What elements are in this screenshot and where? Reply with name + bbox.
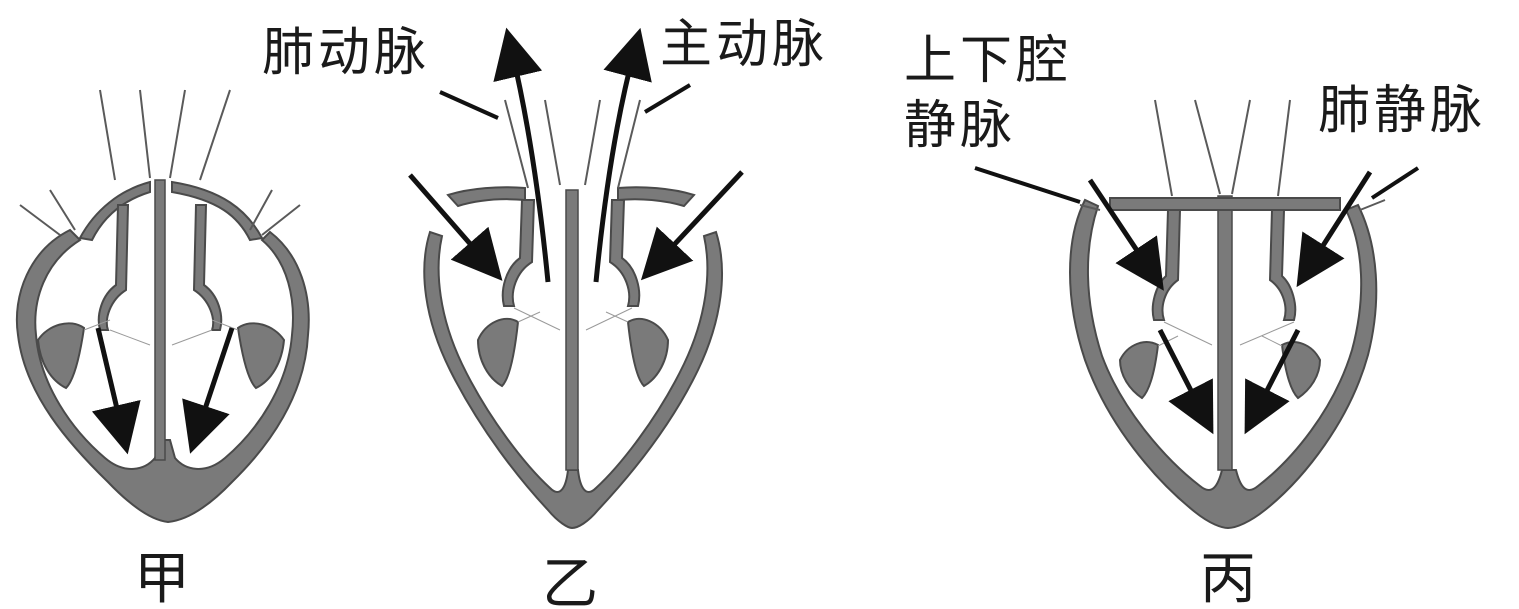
heart-bing-left-valve-flap: [1118, 341, 1160, 400]
heart-yi-leader-aorta: [643, 83, 692, 114]
caption-yi: 乙: [542, 552, 598, 609]
label-aorta: 主动脉: [660, 15, 828, 75]
heart-yi-inner-right: [608, 199, 641, 307]
caption-jia: 甲: [134, 547, 190, 609]
label-pulmonary-artery: 肺动脉: [262, 23, 430, 83]
heart-bing-inner-left: [1151, 209, 1182, 321]
heart-bing-right-valve-flap: [1280, 341, 1322, 400]
heart-yi-vessels: [504, 99, 641, 189]
heart-bing-arrow-inflow-left: [1087, 178, 1164, 291]
label-vena-cava-line1: 上下腔: [904, 31, 1072, 91]
heart-yi-septum: [565, 189, 579, 471]
heart-jia-septum: [154, 179, 166, 461]
heart-jia-vessels: [19, 89, 301, 236]
heart-bing-arrow-inflow-right: [1296, 170, 1373, 288]
heart-bing-inner-right: [1268, 209, 1297, 321]
heart-jia: [15, 89, 310, 524]
heart-bing-septum: [1217, 195, 1233, 471]
heart-jia-left-atrium-wall: [78, 180, 151, 242]
heart-jia-right-valve-flap: [236, 322, 286, 390]
heart-yi-right-atrium-wall: [617, 186, 696, 208]
heart-bing-top-wall: [1109, 197, 1341, 211]
heart-jia-arrow-right: [182, 327, 235, 454]
heart-yi-arrow-aorta: [593, 27, 652, 283]
heart-yi-chordae: [513, 307, 633, 331]
heart-jia-arrow-left: [91, 327, 141, 455]
heart-bing-arrow-ventricle-left: [1157, 328, 1214, 435]
caption-bing: 丙: [1200, 547, 1256, 609]
heart-yi-inner-left: [501, 199, 536, 307]
heart-yi-left-valve-flap: [476, 317, 520, 388]
heart-yi-arrow-pulmonary: [493, 27, 551, 283]
heart-yi-outer-wall: [423, 230, 723, 530]
label-vena-cava-line2: 静脉: [904, 96, 1016, 156]
heart-jia-right-atrium-wall: [171, 180, 264, 242]
heart-jia-inner-left: [97, 204, 130, 331]
heart-jia-chordae: [83, 319, 239, 346]
heart-yi-leader-pulmonary-artery: [439, 90, 499, 120]
heart-bing-leader-pulmonary-vein: [1370, 166, 1420, 200]
heart-yi-left-atrium-wall: [446, 186, 526, 208]
heart-bing-chordae: [1157, 321, 1295, 347]
heart-yi: [408, 27, 744, 530]
heart-bing: [974, 99, 1420, 530]
label-pulmonary-vein: 肺静脉: [1318, 81, 1486, 141]
heart-bing-vessels: [1079, 99, 1386, 211]
heart-bing-arrow-ventricle-right: [1244, 328, 1301, 435]
heart-yi-arrow-inflow-left: [408, 173, 503, 281]
heart-jia-left-valve-flap: [36, 322, 86, 390]
heart-bing-leader-vena-cava: [974, 166, 1081, 204]
heart-yi-arrow-inflow-right: [640, 170, 744, 281]
heart-yi-right-valve-flap: [626, 317, 670, 388]
heart-jia-inner-right: [192, 204, 223, 331]
